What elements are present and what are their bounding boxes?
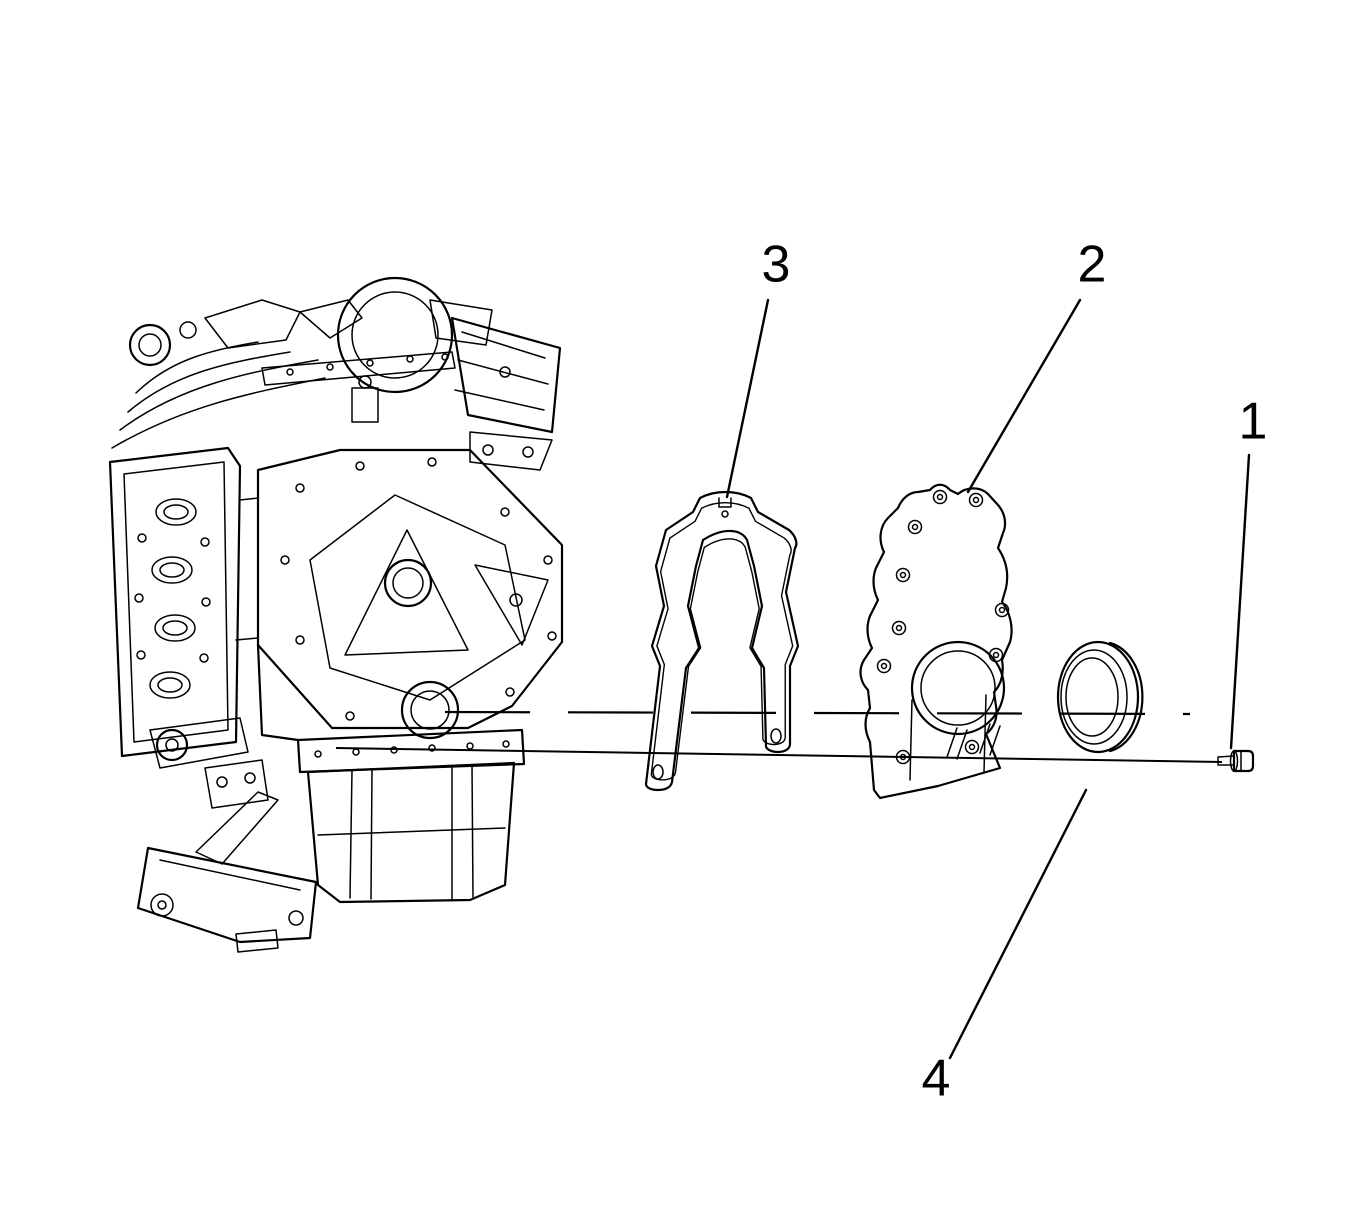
engine-assembly-illustration: [108, 276, 564, 953]
callout-4-leader: [948, 788, 1088, 1060]
plate-center-opening: [910, 640, 1006, 736]
callout-2-leader: [966, 298, 1082, 494]
gasket-outline: [644, 490, 800, 792]
callout-2-label: 2: [1078, 236, 1107, 294]
seal-depth-arc: [1108, 641, 1144, 753]
callout-1-leader: [1229, 453, 1251, 750]
plate-center-opening-inner: [920, 650, 996, 726]
bolt-head: [1232, 749, 1255, 773]
dashed-centerline: [444, 710, 1191, 716]
gasket-left-slot: [652, 764, 664, 780]
plate-hash-marks: [946, 723, 1001, 760]
assembly-centerline: [335, 710, 1223, 763]
plate-flange-lines: [909, 694, 987, 781]
oil-seal-part: [1056, 640, 1144, 754]
seal-outer-rim: [1056, 640, 1140, 754]
rear-cover-plate-part: [859, 483, 1013, 800]
gasket-inner-contour: [650, 502, 794, 781]
cover-gasket-part: [644, 490, 800, 792]
gasket-right-slot: [770, 728, 782, 744]
callout-1-label: 1: [1239, 393, 1268, 451]
bolt-part: [1217, 749, 1255, 773]
bolt-shaft: [1217, 755, 1235, 766]
lower-assembly-line: [335, 747, 1223, 763]
seal-groove: [1060, 649, 1128, 745]
seal-bore: [1065, 657, 1119, 737]
gasket-top-hole: [721, 510, 729, 518]
bolt-washer: [1229, 750, 1239, 772]
plate-bolt-holes: [876, 489, 1010, 765]
callout-3-label: 3: [762, 236, 791, 294]
gasket-top-notch: [718, 497, 732, 508]
plate-outline: [859, 483, 1013, 800]
callout-3-leader: [725, 298, 770, 499]
callout-4-label: 4: [922, 1050, 951, 1108]
